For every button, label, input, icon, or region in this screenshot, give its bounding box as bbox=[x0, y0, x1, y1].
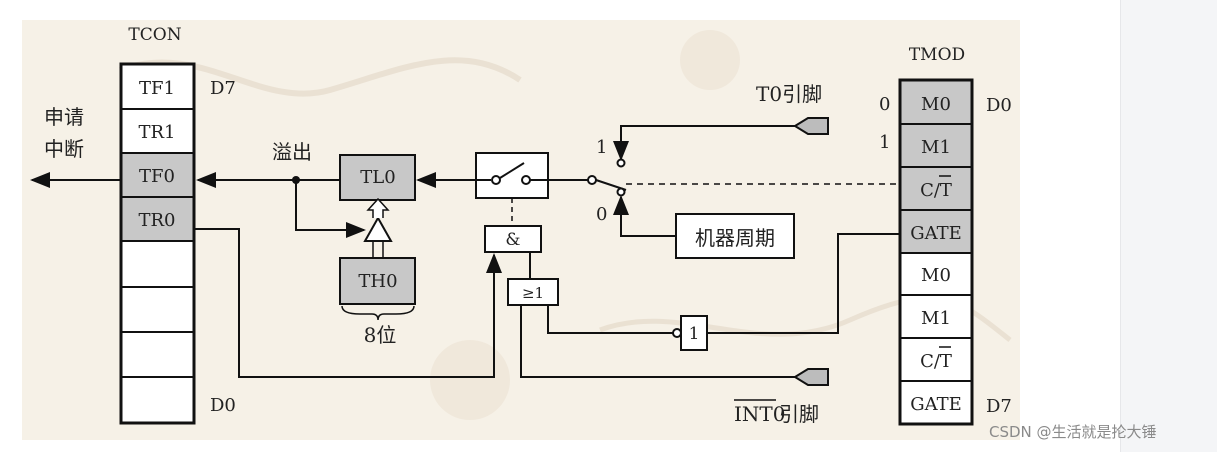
and-gate bbox=[484, 225, 542, 253]
t0-pin-label: T0引脚 bbox=[756, 82, 822, 106]
tr0-to-and-arrow bbox=[194, 228, 502, 378]
machine-cycle-to-selector-arrow bbox=[613, 195, 676, 237]
tcon-title: TCON bbox=[128, 25, 181, 45]
selector-pos-1: 1 bbox=[596, 137, 607, 158]
int0-pin-label-name: INT0 bbox=[734, 402, 785, 426]
control-switch-blade bbox=[499, 162, 525, 179]
tcon-bit-tf1: TF1 bbox=[139, 78, 175, 99]
machine-cycle-label: 机器周期 bbox=[695, 226, 775, 250]
selector-contact-0 bbox=[616, 187, 626, 197]
tcon-bit-tf0: TF0 bbox=[139, 166, 175, 187]
t0-pin-connector bbox=[793, 117, 829, 135]
tmod-register bbox=[898, 78, 974, 426]
tcon-register bbox=[119, 62, 196, 425]
int0-pin-label-suffix: 引脚 bbox=[779, 402, 819, 426]
tcon-top-label: D7 bbox=[210, 78, 236, 99]
reload-buffer-triangle bbox=[363, 215, 393, 242]
tcon-bit-tr0: TR0 bbox=[138, 210, 175, 231]
right-sidebar bbox=[1120, 0, 1217, 452]
interrupt-label-line1: 申请 bbox=[44, 105, 84, 129]
reload-hollow-arrow bbox=[366, 197, 390, 218]
overflow-label: 溢出 bbox=[272, 140, 312, 164]
int0-to-or-line bbox=[520, 305, 795, 378]
tmod-title: TMOD bbox=[909, 45, 965, 65]
tmod-bit-m1: M1 bbox=[921, 137, 951, 158]
bits8-label: 8位 bbox=[364, 323, 397, 347]
int0-pin-connector bbox=[793, 368, 829, 386]
control-switch-box bbox=[475, 152, 549, 199]
tmod-bottom-label: D7 bbox=[986, 396, 1012, 417]
tcon-bit-tr1: TR1 bbox=[138, 122, 175, 143]
tmod-bit-gate-t1: GATE bbox=[910, 394, 962, 415]
machine-cycle-box bbox=[675, 213, 795, 259]
tmod-bit-m0: M0 bbox=[921, 94, 951, 115]
tmod-bit-ct: C/T bbox=[920, 180, 952, 201]
selector-common-contact bbox=[587, 175, 597, 185]
selector-pos-0: 0 bbox=[596, 204, 607, 225]
not-gate bbox=[680, 315, 708, 351]
th0-box bbox=[339, 257, 416, 305]
and-gate-symbol: & bbox=[505, 230, 520, 250]
not-gate-bubble bbox=[672, 328, 682, 338]
tl0-box bbox=[339, 154, 416, 201]
tmod-bit-m0-t1: M0 bbox=[921, 265, 951, 286]
th0-brace bbox=[341, 305, 415, 321]
csdn-watermark: CSDN @生活就是抡大锤 bbox=[989, 423, 1157, 441]
control-switch-right-contact bbox=[521, 175, 531, 185]
page-footer-strip bbox=[0, 440, 1120, 452]
tmod-bit-index-0: 0 bbox=[879, 94, 890, 115]
th0-label: TH0 bbox=[358, 271, 397, 292]
interrupt-label-line2: 中断 bbox=[44, 137, 84, 161]
tmod-bit-gate: GATE bbox=[910, 223, 962, 244]
not-gate-symbol: 1 bbox=[689, 324, 700, 344]
control-switch-left-contact bbox=[491, 175, 501, 185]
or-gate bbox=[507, 278, 559, 306]
tmod-bit-m1-t1: M1 bbox=[921, 308, 951, 329]
t0-to-selector-arrow bbox=[613, 125, 795, 161]
gate-to-not-line bbox=[707, 233, 900, 334]
reload-control-line bbox=[295, 180, 366, 238]
selector-contact-1 bbox=[616, 158, 626, 168]
not-to-or-line bbox=[547, 305, 673, 334]
tmod-bit-ct-t1: C/T bbox=[920, 351, 952, 372]
tl0-label: TL0 bbox=[360, 167, 395, 188]
tmod-bit-index-1: 1 bbox=[879, 132, 890, 153]
th0-to-buffer-line bbox=[372, 241, 384, 258]
tcon-bottom-label: D0 bbox=[210, 395, 236, 416]
or-gate-symbol: ≥1 bbox=[522, 284, 544, 302]
tmod-top-label: D0 bbox=[986, 95, 1012, 116]
